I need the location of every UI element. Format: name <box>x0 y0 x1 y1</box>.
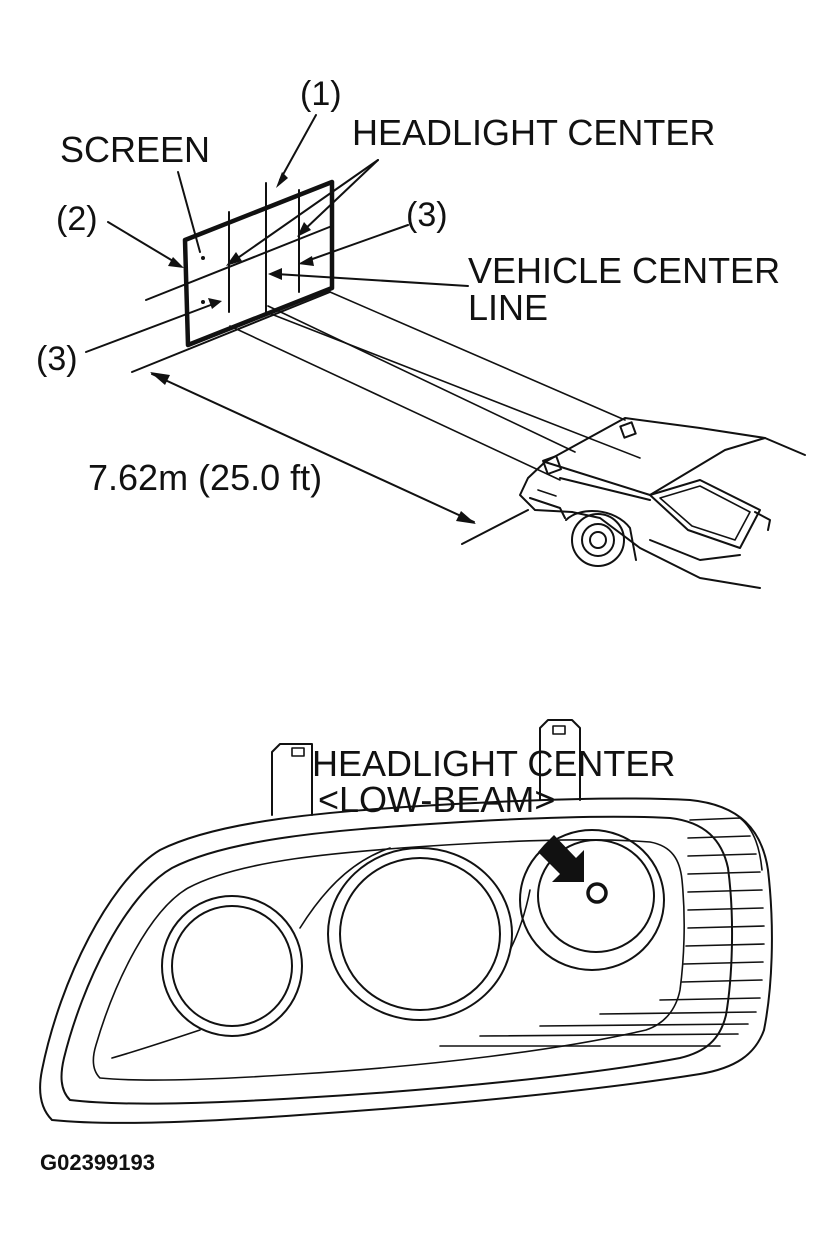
figure-id: G02399193 <box>40 1150 155 1175</box>
distance-dimension-line <box>151 373 475 523</box>
headlight-center-arrowhead-b <box>297 222 311 237</box>
headlight-center-label: HEADLIGHT CENTER <box>352 112 715 153</box>
lamp-middle-outer <box>327 847 513 1021</box>
aiming-setup-illustration <box>85 114 806 589</box>
distance-label: 7.62m (25.0 ft) <box>88 457 322 498</box>
low-beam-center-mark <box>586 882 608 904</box>
ref-3-left-leader <box>85 302 217 353</box>
headlight-center-leader-b <box>301 159 379 233</box>
lamp-low-beam-inner <box>537 839 655 953</box>
vehicle-center-line-label-2: LINE <box>468 287 548 328</box>
ref-3-right-label: (3) <box>406 196 448 234</box>
lamp-low-beam-outer <box>519 829 665 971</box>
vehicle-center-leader <box>275 273 469 287</box>
low-beam-pointer-arrow <box>538 835 584 882</box>
mounting-tab-left <box>271 743 313 816</box>
low-beam-label: <LOW-BEAM> <box>318 779 555 820</box>
ref-2-label: (2) <box>56 200 98 238</box>
ref-2-arrowhead <box>168 257 184 268</box>
ref-2-leader <box>107 221 179 265</box>
lamp-left-inner <box>171 905 293 1027</box>
headlight-assembly-illustration <box>39 719 773 1124</box>
housing-outer <box>39 797 773 1124</box>
ref-3-left-arrowhead <box>208 298 222 309</box>
ref-1-leader <box>279 114 317 181</box>
distance-arrow-end <box>456 511 476 524</box>
projection-line-2 <box>265 311 641 459</box>
ref-3-right-arrowhead <box>298 256 314 266</box>
projection-line-3 <box>267 305 576 453</box>
projection-line-4 <box>329 291 626 421</box>
lens-bezel <box>92 839 685 1081</box>
screen-panel <box>182 179 335 348</box>
screen-dot-2 <box>201 300 205 304</box>
headlight-center-arrowhead-a <box>226 252 242 266</box>
car-front-reference-line <box>461 509 529 545</box>
lamp-left-outer <box>161 895 303 1037</box>
screen-dot-1 <box>201 256 205 260</box>
projection-line-1 <box>229 325 561 481</box>
vehicle-illustration <box>519 417 806 589</box>
mounting-tab-center <box>539 719 581 801</box>
headlight-center-label-2: HEADLIGHT CENTER <box>312 743 675 784</box>
lamp-middle-inner <box>339 857 501 1011</box>
ref-3-right-leader <box>303 224 409 263</box>
ref-1-arrowhead <box>276 172 288 188</box>
vehicle-center-line-label-1: VEHICLE CENTER <box>468 250 780 291</box>
ref-3-left-label: (3) <box>36 340 78 378</box>
screen-floor-line <box>131 291 331 373</box>
screen-horizontal-line <box>145 225 333 301</box>
ref-1-label: (1) <box>300 75 342 113</box>
vehicle-center-arrowhead <box>268 268 282 280</box>
screen-label: SCREEN <box>60 129 210 170</box>
distance-arrow-start <box>150 372 170 385</box>
headlight-center-leader-a <box>231 159 379 263</box>
screen-leader <box>177 171 201 253</box>
